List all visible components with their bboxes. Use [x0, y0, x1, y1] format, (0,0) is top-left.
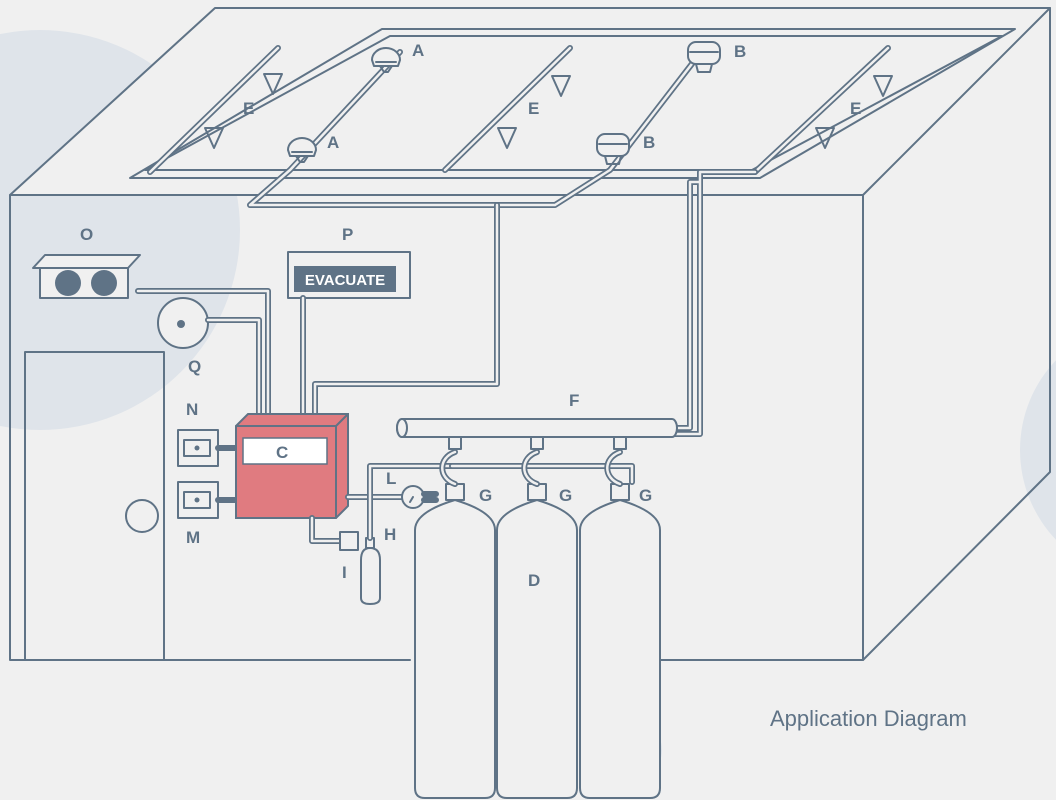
label-o: O — [80, 225, 93, 244]
detectors-e — [204, 73, 893, 149]
label-d: D — [528, 571, 540, 590]
beacon-light-icon — [55, 270, 81, 296]
label-c: C — [276, 443, 288, 462]
manifold-f — [396, 418, 678, 438]
ceiling-frame-outer — [129, 28, 1016, 179]
diagram-caption: Application Diagram — [770, 706, 967, 731]
label-i: I — [342, 563, 347, 582]
nozzle-icon — [287, 137, 317, 157]
labels: A A B B E E E O P Q N M C L H I F G G G … — [80, 41, 861, 590]
detector-triangle-icon — [815, 127, 835, 149]
evacuate-sign-text: EVACUATE — [305, 272, 385, 289]
evacuate-sign-p: EVACUATE — [287, 251, 411, 417]
room-front-wall-left — [9, 194, 411, 661]
pilot-cylinder-i — [339, 463, 455, 605]
label-e: E — [243, 99, 254, 118]
beacon-o — [32, 254, 271, 417]
bell-wire — [205, 317, 262, 417]
label-n: N — [186, 400, 198, 419]
riser-pipes — [312, 169, 758, 437]
switch-m — [177, 481, 239, 519]
label-f: F — [569, 391, 579, 410]
beacon-light-icon — [91, 270, 117, 296]
cylinders-d — [414, 436, 661, 799]
switch-icon — [194, 497, 200, 503]
detector-triangle-icon — [873, 75, 893, 97]
cylinder-body — [414, 499, 496, 799]
label-a: A — [327, 133, 339, 152]
detector-triangle-icon — [551, 75, 571, 97]
cylinder-body — [496, 499, 578, 799]
switch-n — [177, 429, 239, 467]
backdrop-circle-right — [1020, 360, 1056, 540]
label-b: B — [734, 42, 746, 61]
label-g: G — [639, 486, 652, 505]
control-panel-c — [235, 413, 405, 544]
label-p: P — [342, 225, 353, 244]
actuator-h — [339, 531, 359, 551]
label-a: A — [412, 41, 424, 60]
detector-triangle-icon — [204, 127, 224, 149]
panel-to-actuator-wire — [309, 515, 343, 544]
panel-display — [242, 437, 328, 465]
label-m: M — [186, 528, 200, 547]
room-side-wall — [862, 7, 1051, 661]
door-frame — [24, 351, 165, 661]
pipe-to-manifold — [665, 169, 758, 437]
pressure-gauge-l — [401, 485, 439, 509]
label-h: H — [384, 525, 396, 544]
detector-triangle-icon — [263, 73, 283, 95]
label-g: G — [559, 486, 572, 505]
manifold-pipe — [396, 418, 678, 438]
detector-triangle-icon — [497, 127, 517, 149]
ceiling-pipe-grid — [129, 28, 1016, 208]
ceiling-frame-inner — [144, 35, 1003, 171]
label-e: E — [528, 99, 539, 118]
bell-q — [157, 297, 262, 417]
evacuate-sign-plate — [294, 266, 396, 292]
nozzle-icon — [371, 47, 401, 67]
nozzles-b — [596, 41, 721, 165]
door — [24, 351, 165, 661]
nozzles-a — [287, 47, 401, 163]
door-handle-icon — [125, 499, 159, 533]
label-q: Q — [188, 357, 201, 376]
cylinder-body — [579, 499, 661, 799]
label-b: B — [643, 133, 655, 152]
label-l: L — [386, 469, 396, 488]
pilot-cylinder-body — [360, 547, 381, 605]
switch-icon — [194, 445, 200, 451]
label-e: E — [850, 99, 861, 118]
label-g: G — [479, 486, 492, 505]
